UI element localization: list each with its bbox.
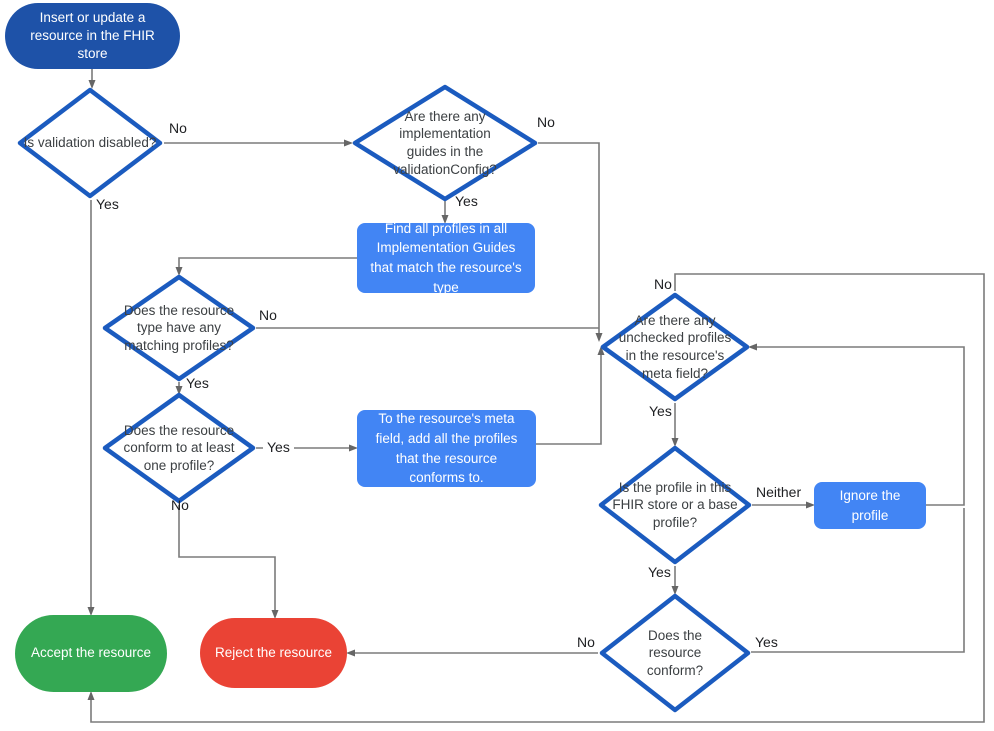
process-ignore-profile: Ignore the profile	[814, 482, 926, 529]
edge-label-matching-yes: Yes	[186, 375, 209, 391]
edge-label-validation-no: No	[169, 120, 187, 136]
decision-unchecked-profiles-label: Are there any unchecked profiles in the …	[618, 312, 732, 381]
edge-label-profile-neither: Neither	[756, 484, 802, 500]
edge-label-conform-no: No	[577, 634, 595, 650]
process-find-profiles-label: Find all profiles in all Implementation …	[370, 220, 522, 295]
decision-matching-profiles: Does the resource type have any matching…	[102, 274, 256, 382]
diamond-shape	[102, 392, 256, 504]
decision-does-conform: Does the resource conform?	[599, 593, 751, 713]
edge-label-profile-yes: Yes	[648, 564, 671, 580]
edge-label-unchecked-yes: Yes	[649, 403, 672, 419]
diamond-shape	[102, 274, 256, 382]
edge-add-to-unchecked	[536, 346, 605, 445]
start-node-label: Insert or update a resource in the FHIR …	[30, 9, 155, 62]
diamond-shape	[600, 292, 750, 402]
reject-node-label: Reject the resource	[214, 644, 333, 660]
decision-profile-in-store-label: Is the profile in this FHIR store or a b…	[612, 479, 738, 530]
process-find-profiles: Find all profiles in all Implementation …	[357, 221, 535, 295]
accept-node-label: Accept the resource	[30, 645, 152, 661]
edge-conform-one-no-to-reject	[178, 505, 279, 619]
edge-label-conform-yes: Yes	[755, 634, 778, 650]
decision-validation-disabled-label: Is validation disabled?	[23, 135, 157, 151]
edge-label-unchecked-no: No	[654, 276, 672, 292]
edge-label-matching-no: No	[259, 307, 277, 323]
edge-label-validation-yes: Yes	[96, 196, 119, 212]
edge-find-to-matching	[175, 257, 357, 276]
accept-node: Accept the resource	[15, 615, 167, 692]
edge-conform-yes-join	[751, 508, 965, 653]
decision-conform-one: Does the resource conform to at least on…	[102, 392, 256, 504]
decision-validation-disabled: Is validation disabled?	[17, 87, 163, 199]
edge-unchecked-no-to-accept	[87, 273, 985, 723]
decision-matching-profiles-label: Does the resource type have any matching…	[123, 302, 235, 353]
diamond-shape	[352, 84, 538, 202]
edge-label-guides-no: No	[537, 114, 555, 130]
diamond-shape	[598, 445, 752, 565]
decision-conform-one-label: Does the resource conform to at least on…	[123, 422, 235, 473]
start-node: Insert or update a resource in the FHIR …	[5, 3, 180, 69]
edge-guides-no-to-unchecked	[538, 142, 603, 342]
decision-implementation-guides: Are there any implementation guides in t…	[352, 84, 538, 202]
reject-node: Reject the resource	[200, 618, 347, 688]
decision-unchecked-profiles: Are there any unchecked profiles in the …	[600, 292, 750, 402]
process-add-profiles-label: To the resource's meta field, add all th…	[375, 411, 518, 486]
process-ignore-profile-label: Ignore the profile	[839, 487, 901, 523]
diamond-shape	[17, 87, 163, 199]
decision-implementation-guides-label: Are there any implementation guides in t…	[393, 108, 497, 177]
edge-label-conform-one-no: No	[171, 497, 189, 513]
decision-profile-in-store: Is the profile in this FHIR store or a b…	[598, 445, 752, 565]
edge-ignore-loop-to-unchecked	[748, 343, 965, 506]
diamond-shape	[599, 593, 751, 713]
decision-does-conform-label: Does the resource conform?	[646, 627, 704, 678]
process-add-profiles: To the resource's meta field, add all th…	[357, 410, 536, 487]
edge-label-conform-one-yes: Yes	[263, 439, 294, 455]
edge-label-guides-yes: Yes	[455, 193, 478, 209]
